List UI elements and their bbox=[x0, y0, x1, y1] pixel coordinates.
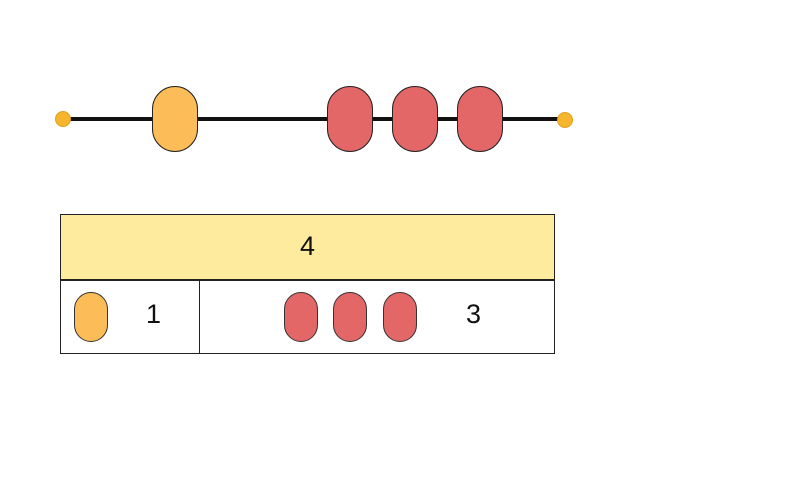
bead-first-part bbox=[152, 86, 198, 152]
bar-part-first-label: 1 bbox=[146, 299, 162, 329]
part-bead-second bbox=[284, 292, 318, 342]
part-bead-second bbox=[333, 292, 367, 342]
wire-end-right bbox=[557, 112, 573, 128]
bead-second-part bbox=[392, 86, 438, 152]
bar-model: 4 1 3 bbox=[60, 214, 555, 354]
bar-part-second: 3 bbox=[199, 281, 555, 354]
bead-second-part bbox=[327, 86, 373, 152]
part-bead-second bbox=[383, 292, 417, 342]
bead-second-part bbox=[457, 86, 503, 152]
part-bead-first bbox=[74, 292, 108, 342]
bead-wire bbox=[63, 117, 565, 121]
wire-end-left bbox=[55, 111, 71, 127]
bar-part-first: 1 bbox=[60, 281, 200, 354]
bar-whole: 4 bbox=[60, 214, 555, 281]
bead-string bbox=[0, 0, 800, 180]
bar-part-second-label: 3 bbox=[466, 299, 482, 329]
bar-whole-label: 4 bbox=[299, 231, 316, 261]
